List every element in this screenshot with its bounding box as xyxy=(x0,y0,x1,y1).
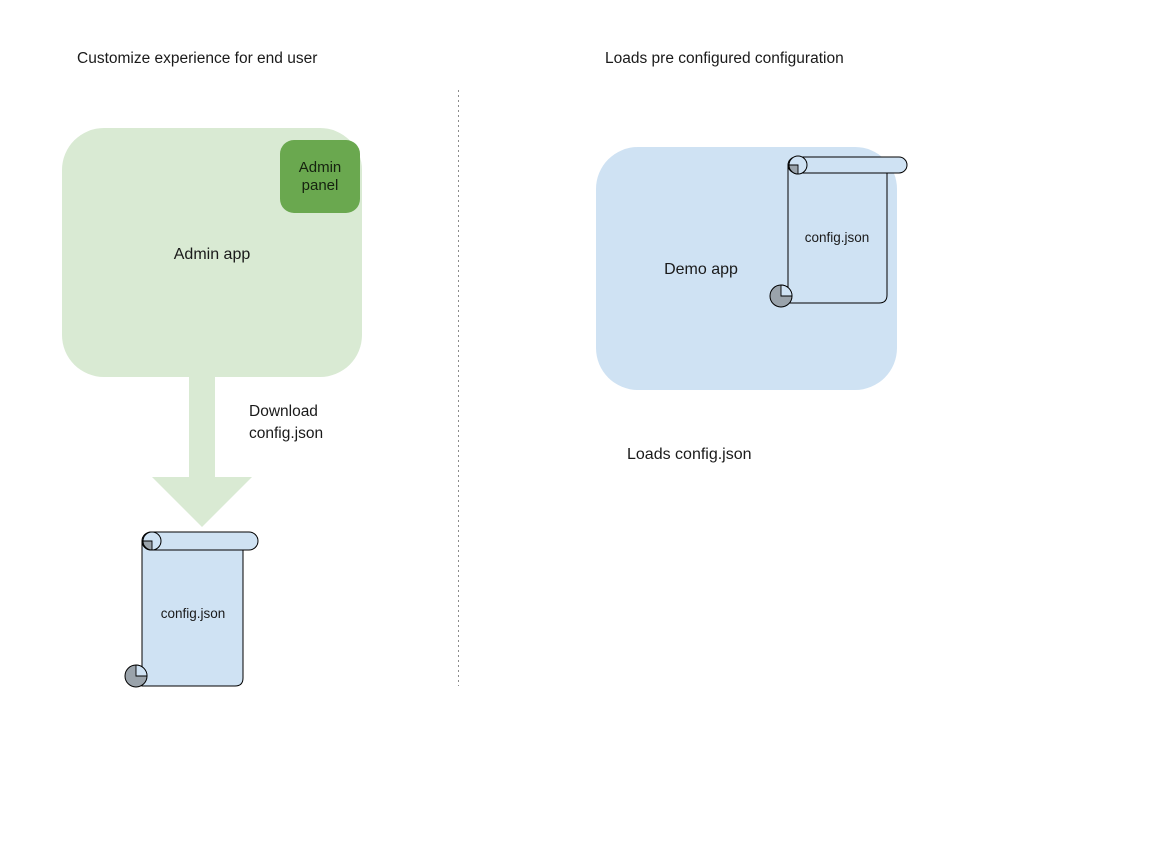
config-json-file-label: config.json xyxy=(805,230,870,245)
config-json-scroll-icon: config.json xyxy=(769,155,908,308)
section-divider-line xyxy=(458,90,459,686)
demo-app-label: Demo app xyxy=(664,261,738,278)
config-json-scroll-icon: config.json xyxy=(124,531,259,688)
admin-app-label: Admin app xyxy=(173,246,251,263)
config-json-file-label: config.json xyxy=(161,606,226,621)
download-config-label: Download config.json xyxy=(249,403,324,442)
left-section-title: Customize experience for end user xyxy=(77,50,318,67)
loads-config-caption: Loads config.json xyxy=(627,446,752,463)
admin-app-box: Admin panel Admin app xyxy=(62,128,362,377)
right-section-title: Loads pre configured configuration xyxy=(605,50,844,67)
download-arrow-icon xyxy=(152,377,252,527)
admin-panel-box: Admin panel xyxy=(280,140,360,213)
